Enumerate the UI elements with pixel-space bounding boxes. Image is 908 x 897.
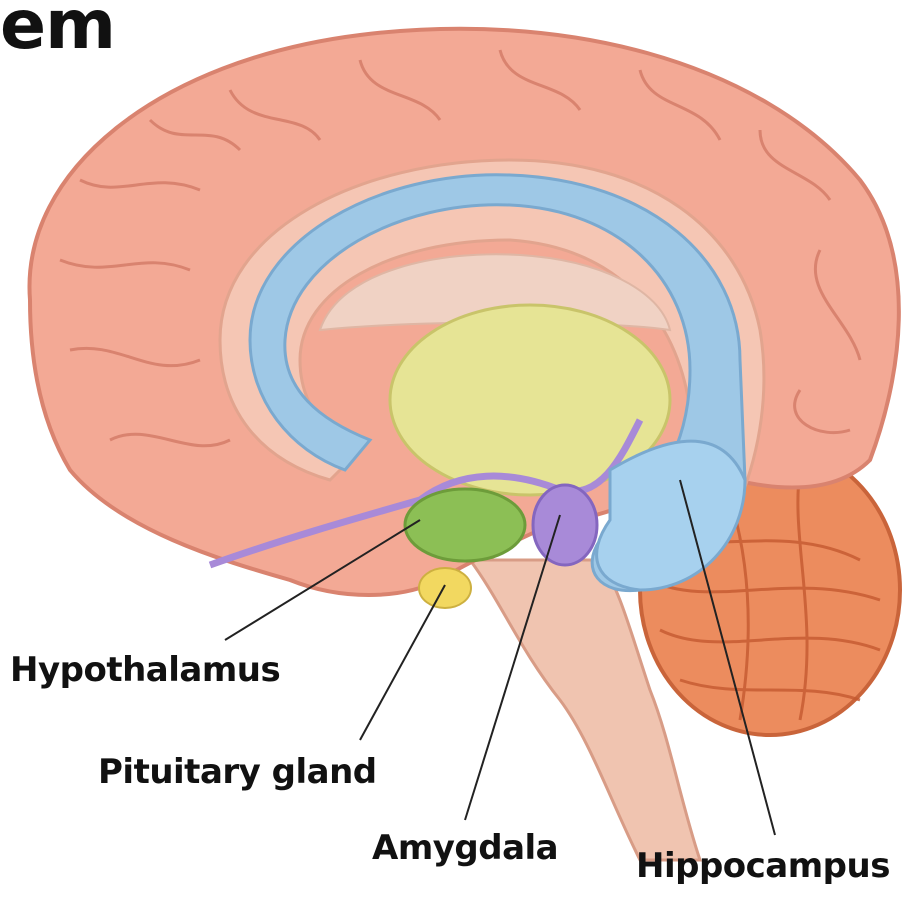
pituitary-gland [419, 568, 471, 608]
leader-pituitary [360, 585, 445, 740]
label-amygdala: Amygdala [372, 828, 558, 868]
amygdala [533, 485, 597, 565]
hypothalamus [405, 489, 525, 561]
label-pituitary-gland: Pituitary gland [98, 752, 377, 792]
label-hippocampus: Hippocampus [636, 846, 890, 886]
label-hypothalamus: Hypothalamus [10, 650, 280, 690]
